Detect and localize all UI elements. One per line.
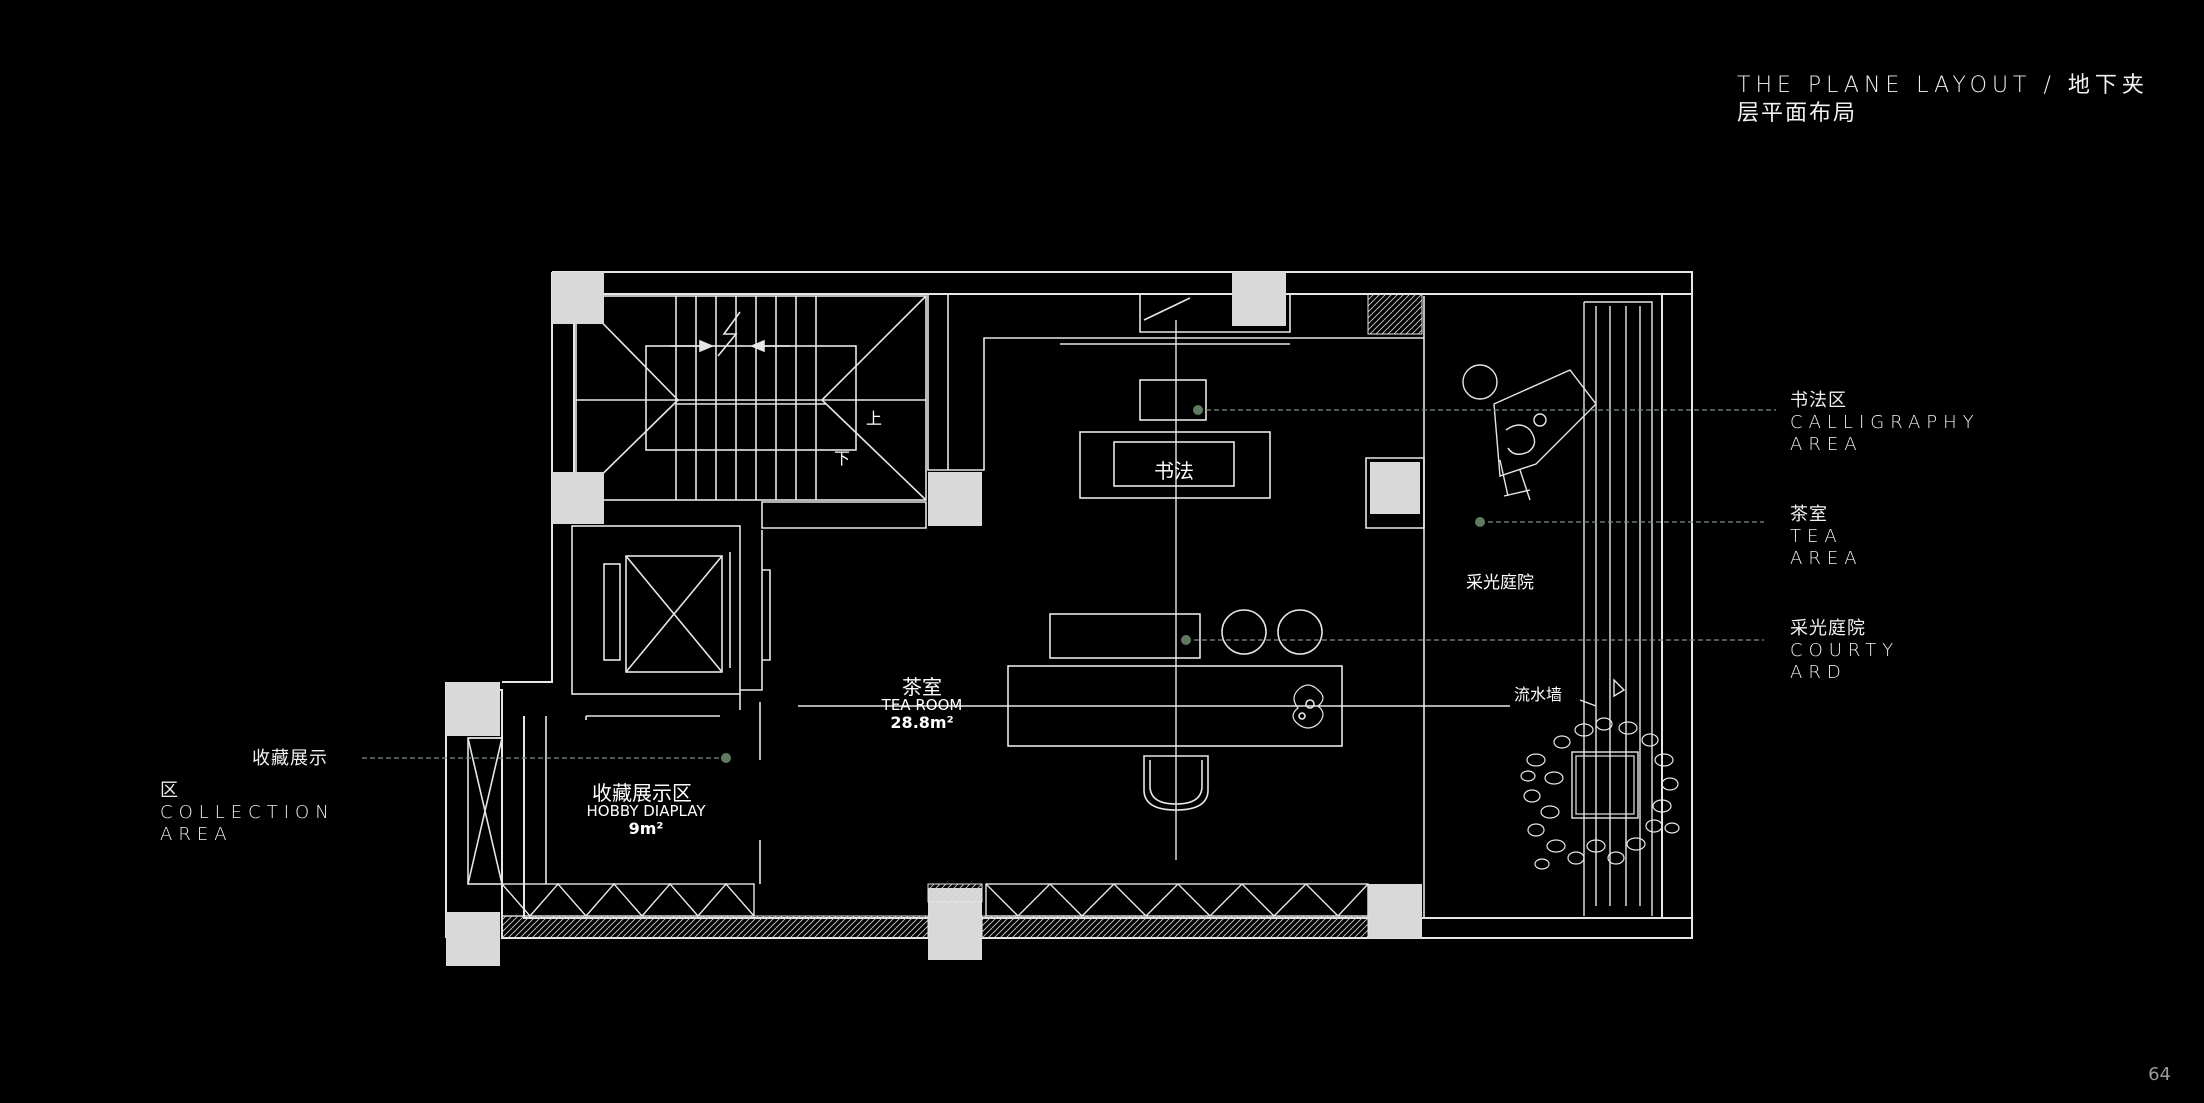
hobby-display-area: 9m² <box>629 819 664 838</box>
water-wall-label: 流水墙 <box>1514 685 1562 704</box>
callout-collection-en-1: COLLECTION <box>160 802 335 823</box>
callout-courtyard: 采光庭院 COURTY ARD <box>1790 618 1899 684</box>
courtyard <box>1462 301 1653 916</box>
tea-room-area: 28.8m² <box>890 713 953 732</box>
callout-courtyard-en-1: COURTY <box>1790 640 1900 661</box>
callout-courtyard-en-2: ARD <box>1790 662 1847 683</box>
callout-calligraphy-en-2: AREA <box>1790 434 1863 455</box>
callout-collection-en-2: AREA <box>160 824 233 845</box>
courtyard-plan-label: 采光庭院 <box>1466 573 1534 593</box>
exterior-walls <box>445 271 1693 939</box>
slide-title-zh: 层平面布局 <box>1737 101 1858 126</box>
elevator-core <box>571 525 771 710</box>
callout-tea-zh: 茶室 <box>1790 504 1828 525</box>
stair-down-label: 下 <box>834 449 850 468</box>
callout-calligraphy-zh: 书法区 <box>1790 390 1847 411</box>
callout-tea-area: 茶室 TEA AREA <box>1790 504 1863 570</box>
stair-up-label: 上 <box>866 409 882 428</box>
plant-cluster <box>1520 717 1680 870</box>
callout-collection-zh-1: 收藏展示 <box>252 748 328 769</box>
partition-walls <box>467 294 1425 918</box>
staircase <box>575 295 927 529</box>
leader-dots <box>721 405 1485 763</box>
callout-tea-en-1: TEA <box>1790 526 1843 547</box>
hobby-display-label-zh: 收藏展示区 <box>592 781 692 805</box>
hobby-display-label-en: HOBBY DIAPLAY <box>586 802 706 820</box>
slide-title-en: THE PLANE LAYOUT / 地下夹 <box>1737 73 2149 98</box>
calligraphy-desk-label: 书法 <box>1154 459 1194 483</box>
hatched-walls <box>501 293 1423 939</box>
callout-collection-area: 收藏展示 区 COLLECTION AREA <box>160 748 335 846</box>
callout-collection-zh-2: 区 <box>160 780 179 801</box>
leader-lines <box>362 409 1776 759</box>
page-number: 64 <box>2148 1064 2171 1085</box>
callout-courtyard-zh: 采光庭院 <box>1790 618 1866 639</box>
tea-room-label-zh: 茶室 <box>902 675 942 699</box>
callout-calligraphy-en-1: CALLIGRAPHY <box>1790 412 1980 433</box>
slide-title: THE PLANE LAYOUT / 地下夹 层平面布局 <box>1737 72 2177 128</box>
axis-lines <box>798 320 1510 860</box>
calligraphy-furniture <box>1079 379 1271 499</box>
tea-room-label-en: TEA ROOM <box>881 696 963 714</box>
structural-columns <box>446 272 1422 966</box>
callout-calligraphy-area: 书法区 CALLIGRAPHY AREA <box>1790 390 1980 456</box>
callout-tea-en-2: AREA <box>1790 548 1863 569</box>
